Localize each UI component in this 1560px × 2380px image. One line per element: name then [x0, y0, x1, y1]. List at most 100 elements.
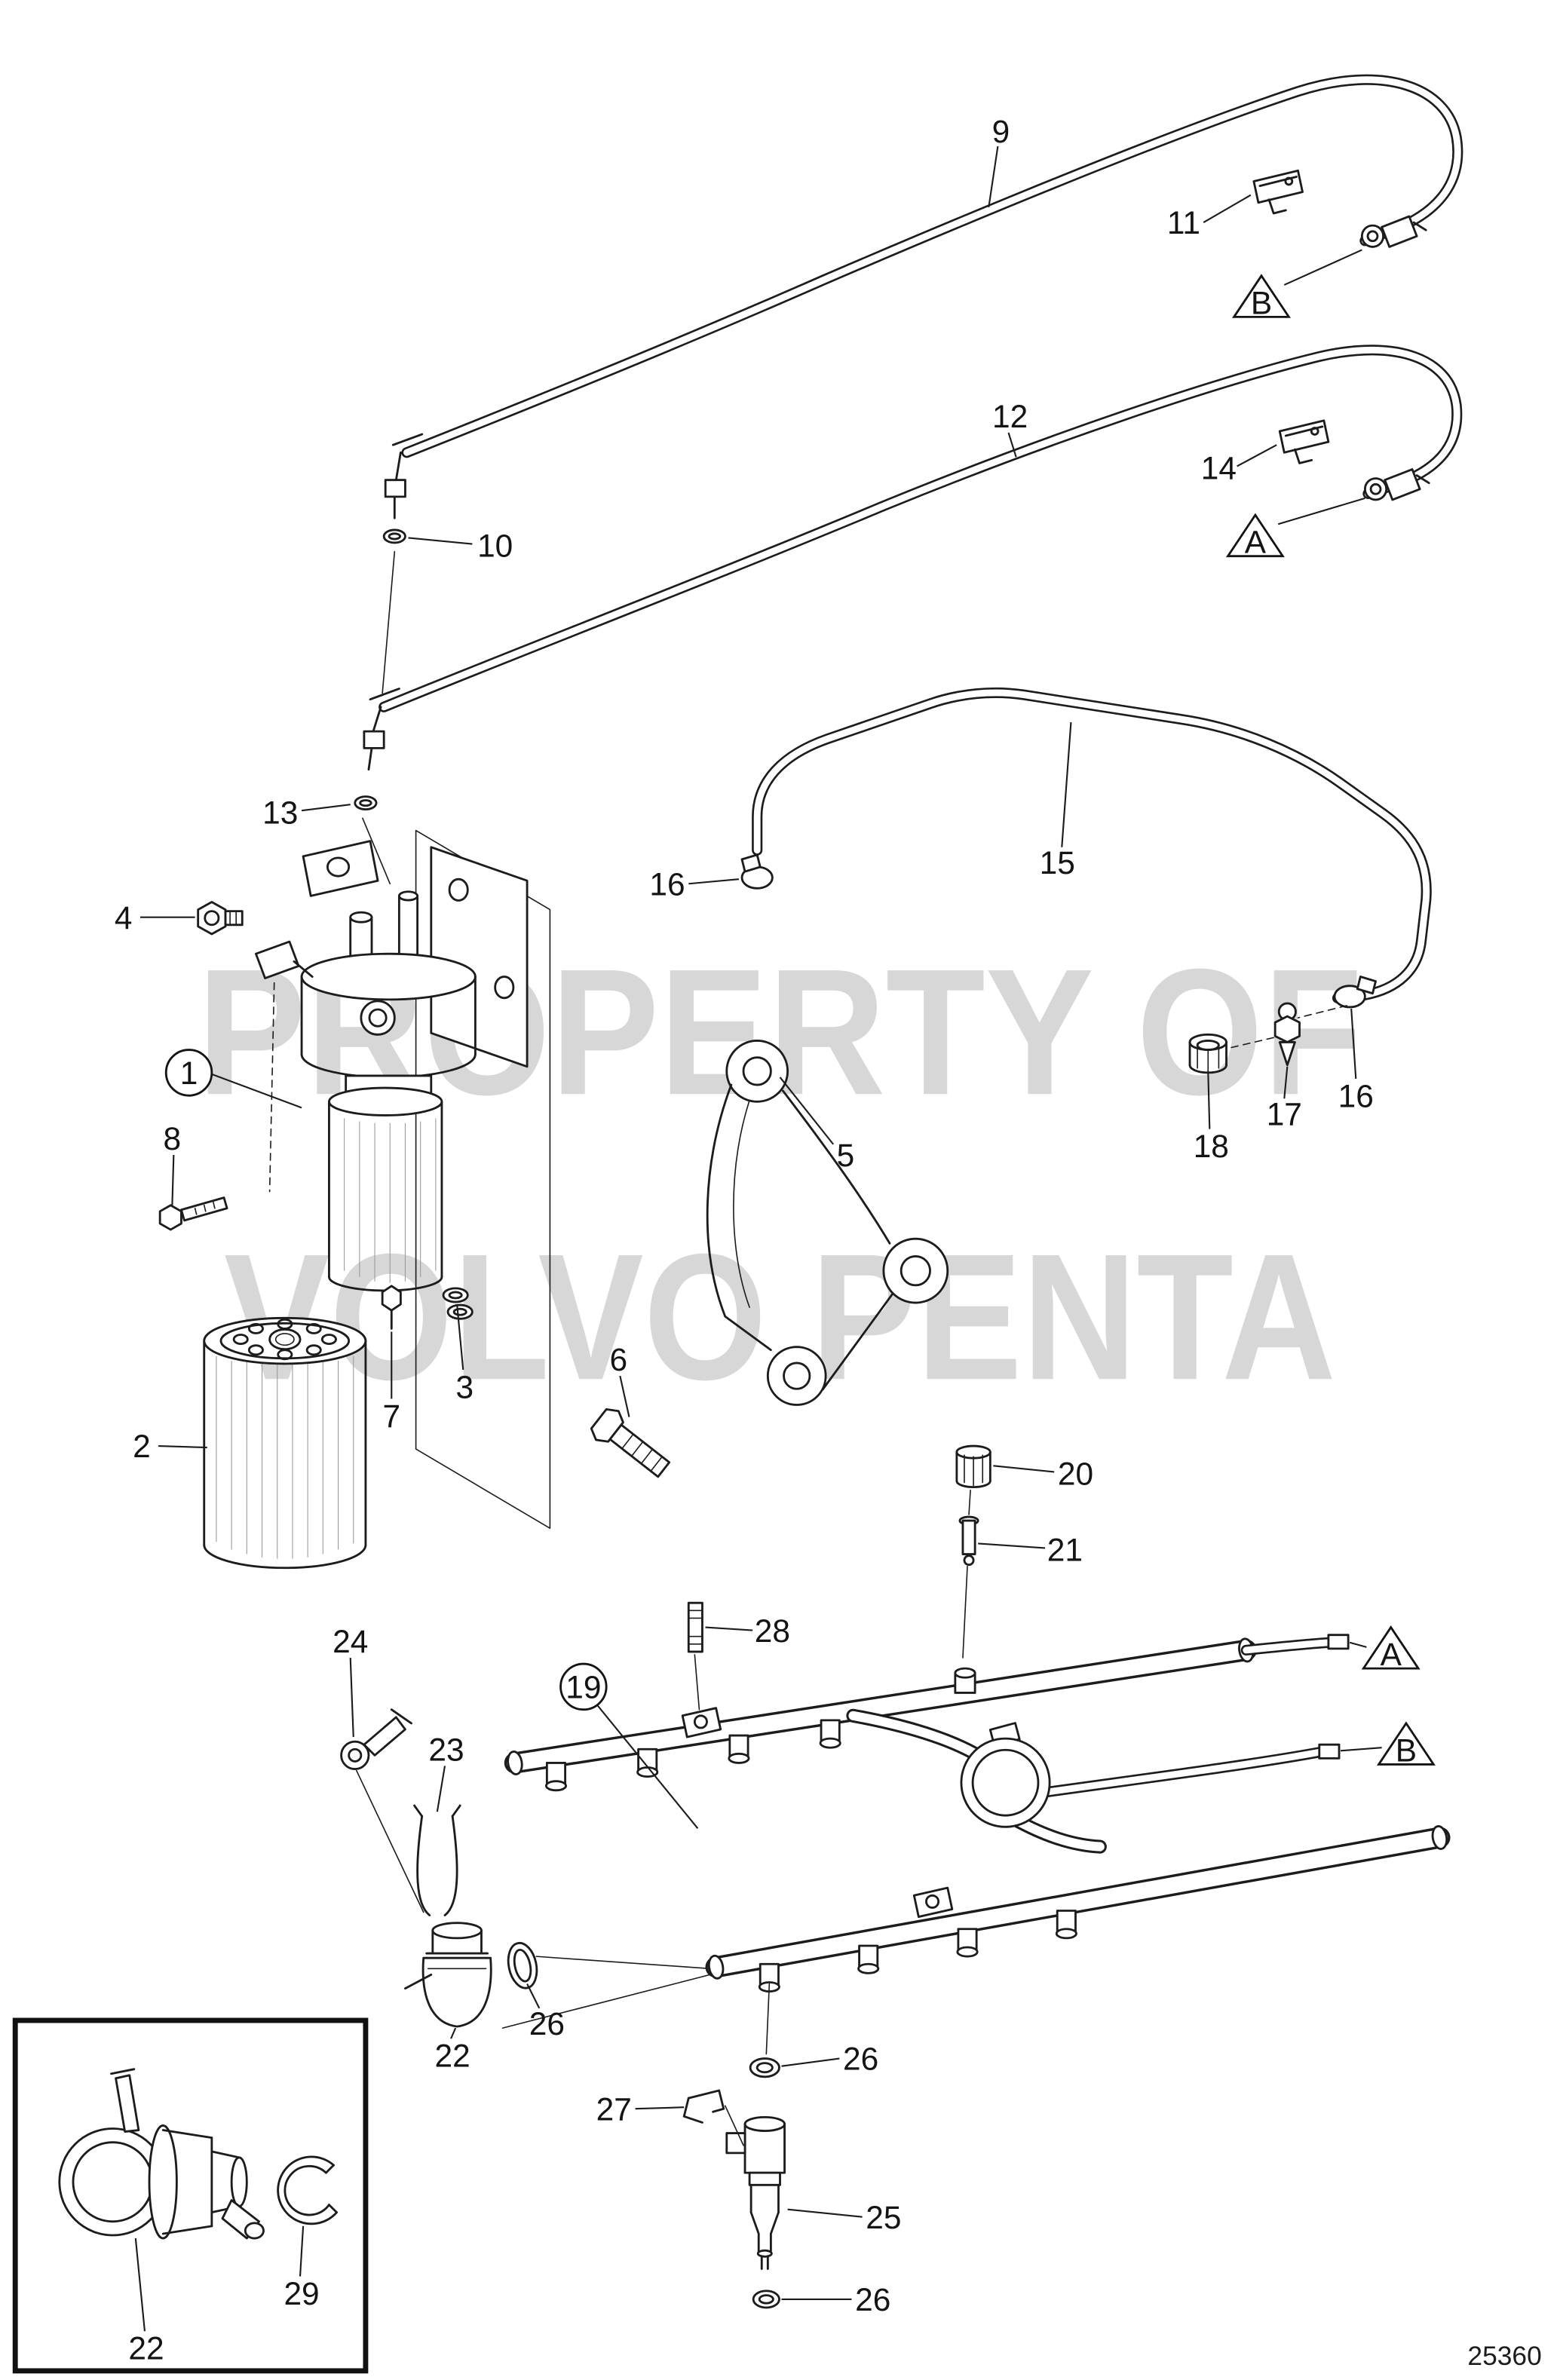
- leader-28: [705, 1626, 753, 1631]
- hose-to-A: [1240, 1634, 1350, 1656]
- callout-label-A: A: [1381, 1637, 1402, 1672]
- callout-label-12: 12: [992, 399, 1028, 434]
- leader-B: [1340, 1747, 1382, 1752]
- callout-label-27: 27: [596, 2091, 632, 2127]
- fuel-injector-25: [725, 1983, 786, 2270]
- stud-28: [687, 1601, 703, 1711]
- callout-label-16: 16: [1338, 1078, 1374, 1113]
- callout-triangle-A: [1225, 513, 1285, 558]
- support-bracket-5: [706, 1040, 949, 1406]
- leader-12: [1007, 432, 1017, 458]
- oring-26-regulator: [501, 1941, 711, 2029]
- callout-label-15: 15: [1040, 845, 1075, 881]
- fuel-rail-crossover: [846, 1708, 1341, 1854]
- cap-18: [1188, 1033, 1227, 1074]
- oring-10: [382, 528, 406, 544]
- leader-3: [456, 1303, 464, 1371]
- bolt-6: [590, 1407, 671, 1478]
- leader-15: [1061, 721, 1072, 847]
- valve-cap-20: [955, 1444, 991, 1489]
- callout-circle-1: [164, 1049, 213, 1097]
- callout-label-20: 20: [1058, 1456, 1093, 1492]
- pressure-regulator-22-inset: [58, 2068, 265, 2240]
- callout-circle-19: [559, 1662, 608, 1711]
- callout-label-29: 29: [283, 2276, 319, 2311]
- washers-3: [442, 1287, 474, 1320]
- callout-label-13: 13: [262, 795, 298, 830]
- callout-label-19: 19: [565, 1670, 601, 1705]
- plug-4: [197, 901, 244, 936]
- hose-clip-14: [1278, 419, 1330, 464]
- inset-detail-box: [12, 2017, 369, 2374]
- nipple-24: [340, 1708, 424, 1913]
- callout-label-2: 2: [133, 1429, 151, 1464]
- callout-triangle-B: [1231, 274, 1291, 318]
- fuel-rail-lower: [705, 1825, 1451, 1993]
- callout-label-1: 1: [180, 1055, 198, 1091]
- callout-label-28: 28: [755, 1613, 790, 1649]
- callout-triangle-A: [1361, 1625, 1421, 1670]
- valve-core-21: [958, 1489, 979, 1659]
- leader-29: [299, 2225, 305, 2277]
- water-sensor: [255, 940, 314, 979]
- callout-label-25: 25: [866, 2200, 901, 2235]
- leader-2: [158, 1444, 207, 1449]
- leader-6: [619, 1375, 630, 1417]
- leader-20: [993, 1465, 1055, 1473]
- callout-label-14: 14: [1201, 451, 1237, 486]
- retaining-clip-29: [277, 2155, 338, 2225]
- callout-triangle-B: [1376, 1721, 1436, 1766]
- leader-18: [1207, 1071, 1211, 1129]
- hose-clamp-16-left: [740, 853, 774, 890]
- leader-16: [1350, 1008, 1357, 1080]
- leader-19: [596, 1704, 699, 1830]
- oring-26-injector-top: [749, 2057, 780, 2078]
- leader-26: [526, 1983, 541, 2009]
- callout-label-18: 18: [1194, 1129, 1229, 1164]
- callout-label-A: A: [1245, 525, 1267, 560]
- bolt-8: [158, 1196, 228, 1231]
- leader-27: [635, 2106, 685, 2110]
- leader-1: [211, 1073, 302, 1109]
- callout-label-B: B: [1396, 1732, 1417, 1768]
- leader-B: [1283, 249, 1362, 286]
- hose-clamp-16-right: [1333, 976, 1377, 1009]
- callout-label-26: 26: [855, 2282, 890, 2317]
- leader-14: [1237, 444, 1277, 467]
- callout-label-9: 9: [992, 114, 1010, 149]
- pressure-regulator-22: [404, 1922, 492, 2028]
- fuel-filter-2: [203, 1316, 367, 1570]
- leader-22: [450, 2027, 457, 2039]
- callout-label-21: 21: [1047, 1533, 1083, 1568]
- leader-25: [787, 2208, 863, 2218]
- leader-9: [988, 145, 999, 208]
- callout-label-22: 22: [435, 2038, 470, 2074]
- callout-label-6: 6: [610, 1342, 628, 1377]
- callout-label-8: 8: [164, 1121, 182, 1156]
- leader-11: [1203, 194, 1252, 224]
- injector-clip-27: [682, 2089, 744, 2146]
- callout-label-10: 10: [477, 528, 513, 564]
- leader-5: [779, 1077, 835, 1145]
- callout-label-23: 23: [428, 1732, 464, 1767]
- callout-label-26: 26: [529, 2006, 565, 2042]
- hose-clip-11: [1252, 169, 1304, 215]
- retainer-clip-23: [413, 1804, 461, 1916]
- oring-13: [354, 795, 378, 811]
- leader-23: [436, 1766, 446, 1812]
- callout-label-B: B: [1251, 285, 1272, 320]
- leader-A: [1277, 497, 1365, 525]
- callout-label-3: 3: [455, 1369, 474, 1404]
- callout-label-5: 5: [837, 1138, 855, 1173]
- fitting-17: [1273, 1002, 1301, 1067]
- leader-26: [781, 2057, 840, 2067]
- fuel-hose-12: [354, 345, 1463, 885]
- callout-label-16: 16: [649, 866, 685, 902]
- fuel-filter-assembly-1: [255, 829, 551, 1529]
- leader-22: [134, 2238, 146, 2332]
- drawing-number: 25360: [1467, 2342, 1541, 2371]
